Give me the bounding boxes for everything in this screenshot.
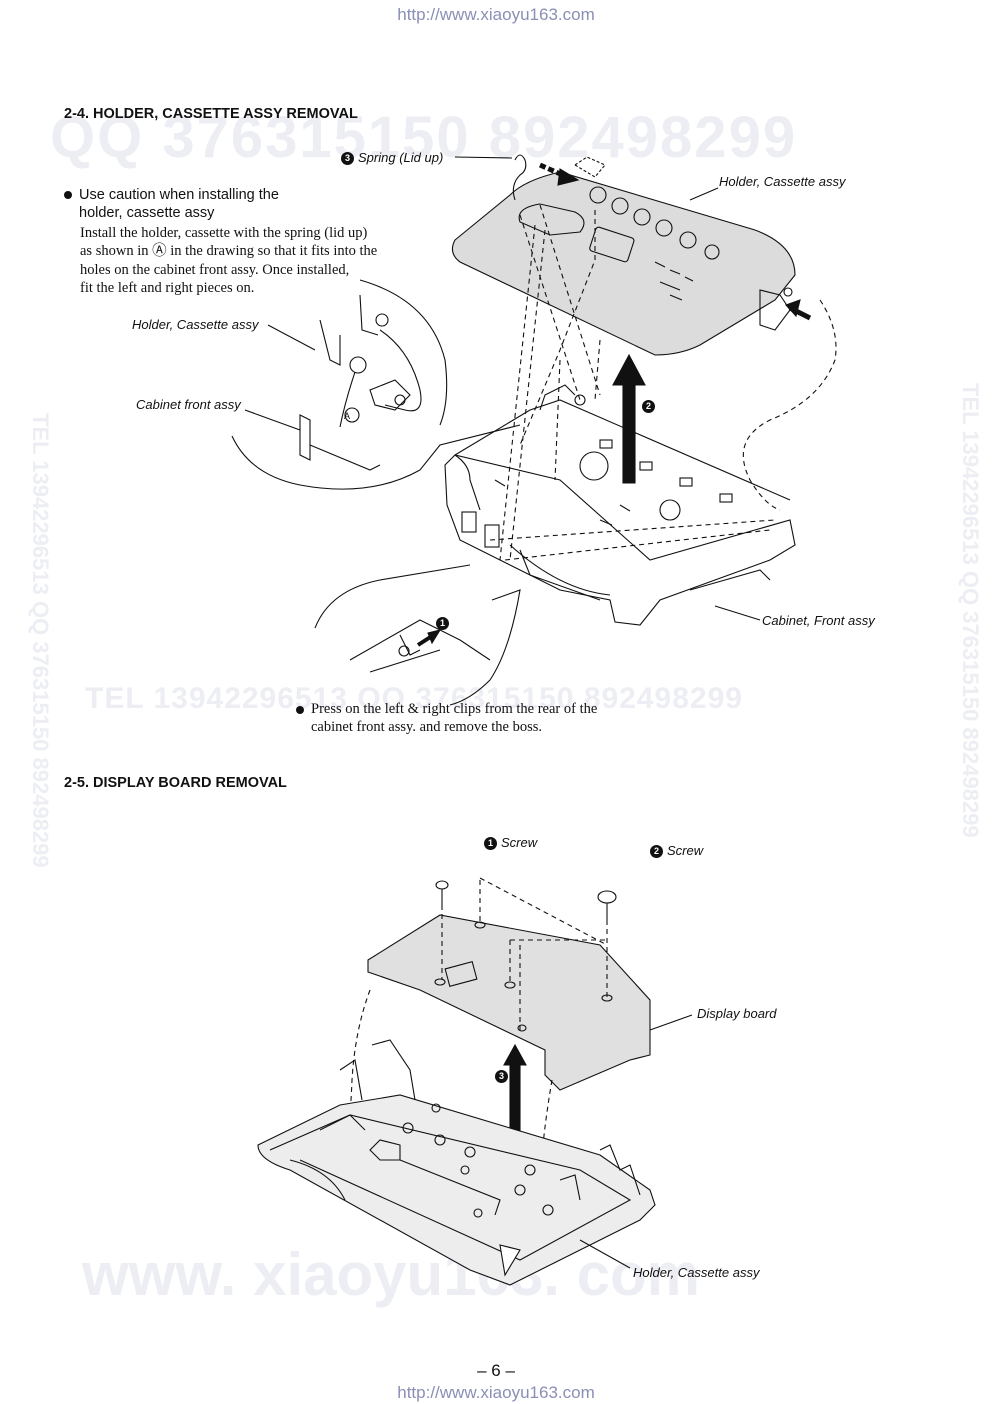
display-board-drawing [367, 914, 693, 1091]
bullet-icon [64, 191, 72, 200]
label-screw-1: 1 Screw [484, 835, 538, 851]
cabinet-front-assy-drawing [444, 384, 796, 626]
caution-heading: Use caution when installing the holder, … [64, 186, 279, 222]
screw-icon [597, 890, 617, 920]
watermark-qq: QQ 376315150 892498299 [50, 105, 798, 170]
caution-line: holes on the cabinet front assy. Once in… [80, 261, 350, 278]
note-line1: Press on the left & right clips from the… [311, 701, 598, 717]
watermark-tel-line: TEL 13942296513 QQ 376315150 892498299 [85, 682, 743, 715]
label-cabinet-front-assy: Cabinet, Front assy [762, 613, 875, 628]
label-screw-2-text: Screw [667, 843, 704, 858]
screw-icon [435, 880, 449, 905]
caution-line: fit the left and right pieces on. [80, 280, 255, 297]
label-display-board: Display board [697, 1006, 777, 1021]
label-spring-text: Spring (Lid up) [358, 150, 444, 165]
bullet-icon [296, 705, 304, 714]
section-title-holder-removal: 2-4. HOLDER, CASSETTE ASSY REMOVAL [64, 106, 358, 122]
step-3-badge: 3 [495, 1068, 512, 1086]
arrow-up-step-2 [612, 353, 646, 484]
holder-cassette-bottom-drawing [257, 1039, 656, 1286]
note-press-clips: Press on the left & right clips from the… [296, 700, 597, 737]
section-title-display-board-removal: 2-5. DISPLAY BOARD REMOVAL [64, 775, 287, 791]
caution-title-line2: holder, cassette assy [79, 205, 215, 221]
step-2-badge: 2 [650, 845, 663, 859]
label-spring: 3 Spring (Lid up) [341, 150, 444, 166]
holder-cassette-lid-drawing [451, 154, 812, 356]
caution-line: as shown in Ⓐ in the drawing so that it … [80, 243, 378, 260]
caution-body: Install the holder, cassette with the sp… [80, 224, 377, 298]
label-cabinet-front-inset: Cabinet front assy [136, 397, 241, 412]
inset-detail-clip [314, 564, 521, 706]
note-line2: cabinet front assy. and remove the boss. [311, 719, 542, 736]
step-3-badge: 3 [341, 152, 354, 166]
label-holder-cassette-inset: Holder, Cassette assy [132, 317, 259, 332]
step-1-badge: 1 [484, 837, 497, 851]
label-holder-cassette-bottom: Holder, Cassette assy [633, 1265, 760, 1280]
circle-a-label: A [344, 411, 350, 421]
caution-line: Install the holder, cassette with the sp… [80, 225, 368, 241]
step-2-badge: 2 [642, 398, 659, 416]
page-number: – 6 – [477, 1361, 515, 1380]
watermark-site: www. xiaoyu163. com [82, 1241, 701, 1308]
label-screw-1-text: Screw [501, 835, 538, 850]
label-holder-cassette-top: Holder, Cassette assy [719, 174, 846, 189]
footer-url[interactable]: http://www.xiaoyu163.com [397, 1383, 595, 1402]
label-screw-2: 2 Screw [650, 843, 704, 859]
step-1-badge: 1 [436, 615, 453, 633]
inset-detail-spring [231, 279, 521, 490]
caution-title-line1: Use caution when installing the [79, 187, 279, 203]
header-url[interactable]: http://www.xiaoyu163.com [397, 5, 595, 24]
